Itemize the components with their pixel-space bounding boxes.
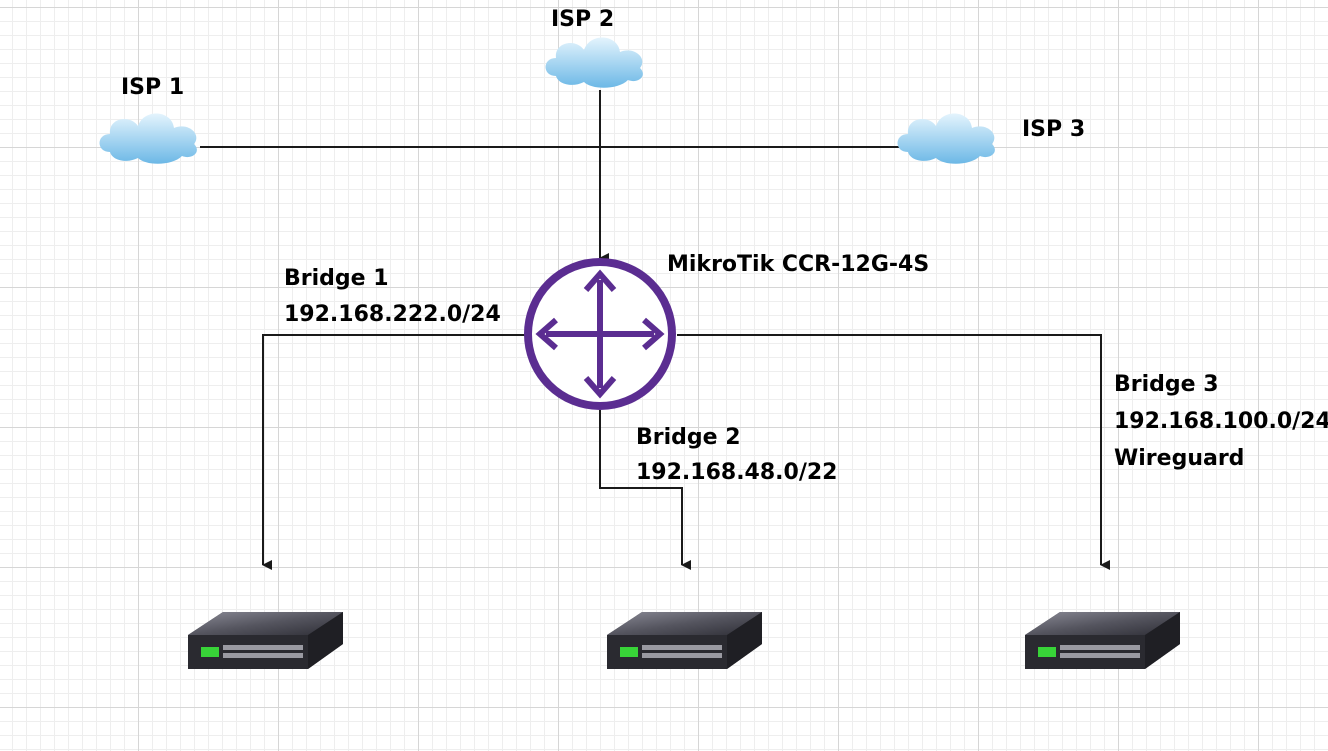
isp-2-cloud-icon <box>545 37 643 88</box>
bridge-1-subnet: 192.168.222.0/24 <box>284 302 501 327</box>
bridge-3-switch-icon <box>1025 612 1180 669</box>
bridge-3-subnet: 192.168.100.0/24 <box>1114 409 1328 434</box>
bridge-2-switch-icon <box>607 612 762 669</box>
bridge-2-link <box>599 410 691 570</box>
isp-3-cloud-icon <box>897 113 995 164</box>
bridge-3-name: Bridge 3 <box>1114 372 1219 397</box>
isp-2-label: ISP 2 <box>551 7 615 32</box>
isp-1-cloud-icon <box>99 113 197 164</box>
router-icon <box>524 258 676 410</box>
isp-link-line <box>200 90 905 263</box>
bridge-3-link <box>677 334 1110 570</box>
bridge-2-subnet: 192.168.48.0/22 <box>636 460 838 485</box>
bridge-2-name: Bridge 2 <box>636 425 741 450</box>
bridge-1-link <box>262 334 525 570</box>
bridge-1-switch-icon <box>188 612 343 669</box>
bridge-3-vpn-label: Wireguard <box>1114 446 1245 471</box>
isp-1-label: ISP 1 <box>121 75 185 100</box>
router-label: MikroTik CCR-12G-4S <box>667 252 930 277</box>
bridge-1-name: Bridge 1 <box>284 266 389 291</box>
isp-3-label: ISP 3 <box>1022 117 1086 142</box>
